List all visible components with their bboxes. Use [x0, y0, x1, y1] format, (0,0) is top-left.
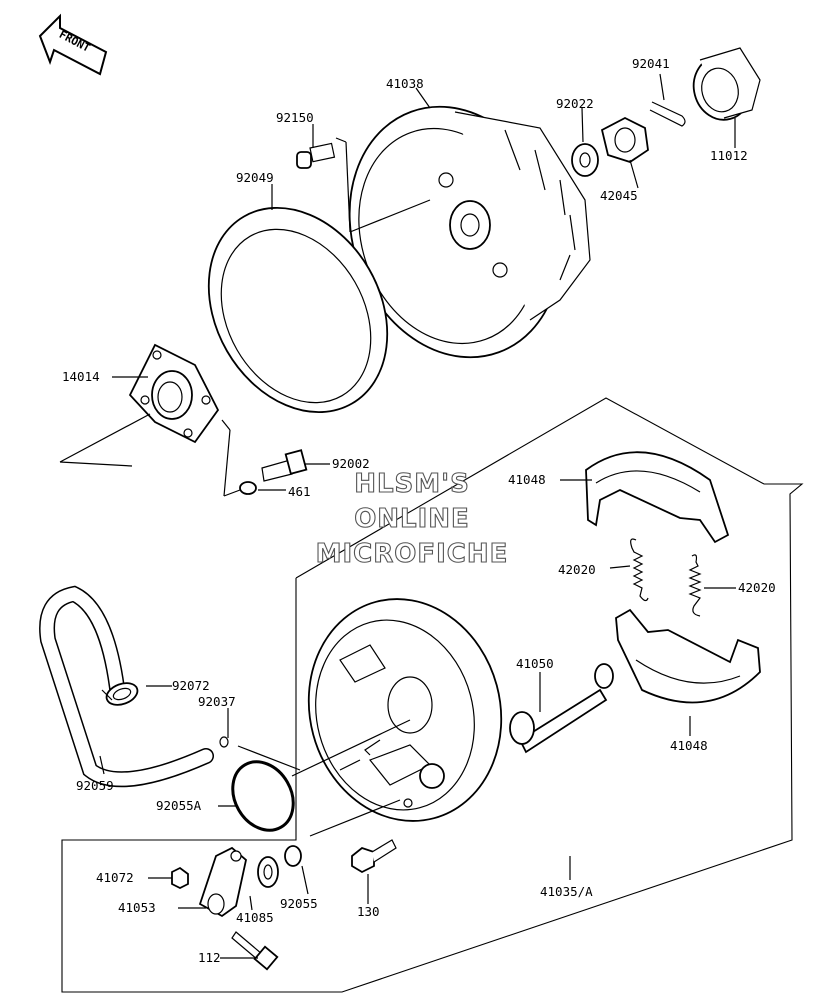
label-92055: 92055	[280, 896, 318, 911]
bolt-112	[231, 931, 279, 971]
bolt-92150	[296, 142, 336, 169]
label-41085: 41085	[236, 910, 274, 925]
brake-shoe-41048-bottom	[615, 608, 761, 704]
assembly-frame-41035A	[61, 397, 804, 993]
label-41048-top: 41048	[508, 472, 546, 487]
washer-92022	[571, 143, 599, 177]
brake-shoe-41048-top	[585, 451, 730, 544]
label-92041: 92041	[632, 56, 670, 71]
label-41072: 41072	[96, 870, 134, 885]
label-41050: 41050	[516, 656, 554, 671]
cotter-pin-92041	[649, 101, 686, 127]
label-41053: 41053	[118, 900, 156, 915]
label-42020-left: 42020	[558, 562, 596, 577]
lockwasher-461	[239, 481, 257, 495]
label-92002: 92002	[332, 456, 370, 471]
label-92150: 92150	[276, 110, 314, 125]
watermark-line-3: MICROFICHE	[316, 539, 509, 569]
flange-14014	[128, 343, 220, 444]
washer-41085	[257, 856, 279, 888]
part-labels: 41038 92150 92049 92022 92041 11012 4204…	[62, 56, 776, 965]
bolt-92002	[261, 449, 308, 482]
front-arrow-icon: FRONT	[38, 13, 108, 76]
lower-leader-lines	[99, 479, 736, 959]
clamp-92072	[105, 682, 139, 706]
label-41038: 41038	[386, 76, 424, 91]
seal-ring-92049	[207, 206, 389, 414]
watermark-line-2: ONLINE	[354, 504, 470, 534]
bolt-130	[351, 839, 397, 874]
upper-leader-lines	[59, 73, 736, 497]
label-41048-bottom: 41048	[670, 738, 708, 753]
lever-41053	[198, 846, 247, 918]
label-92049: 92049	[236, 170, 274, 185]
spring-42020-right	[688, 554, 702, 617]
label-92055A: 92055A	[156, 798, 202, 813]
watermark: HLSM'S ONLINE MICROFICHE	[315, 468, 509, 569]
label-11012: 11012	[710, 148, 748, 163]
watermark-line-1: HLSM'S	[354, 469, 470, 499]
label-41035A: 41035/A	[540, 884, 593, 899]
cap-11012	[692, 47, 761, 121]
o-ring-92055A	[231, 760, 295, 832]
label-130: 130	[357, 904, 380, 919]
brake-drum-41038	[348, 105, 591, 359]
label-461: 461	[288, 484, 311, 499]
plug-92037	[219, 736, 229, 748]
castle-nut-42045	[600, 116, 649, 163]
label-92072: 92072	[172, 678, 210, 693]
label-92059: 92059	[76, 778, 114, 793]
spring-42020-left	[630, 538, 649, 602]
label-92022: 92022	[556, 96, 594, 111]
hose-92059	[39, 585, 214, 788]
brake-panel-41035A	[307, 598, 503, 822]
label-14014: 14014	[62, 369, 100, 384]
label-42045: 42045	[600, 188, 638, 203]
label-112: 112	[198, 950, 221, 965]
cam-shaft-41050	[509, 663, 614, 754]
nut-41072	[171, 866, 189, 890]
label-92037: 92037	[198, 694, 236, 709]
o-ring-92055	[284, 845, 302, 867]
label-42020-right: 42020	[738, 580, 776, 595]
